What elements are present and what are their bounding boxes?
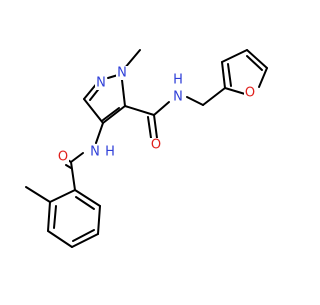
atom-h-amide-top: H (173, 73, 183, 88)
bond-ch2-furan (202, 87, 226, 106)
furan-ring (221, 49, 268, 95)
right-amide-group (124, 87, 226, 139)
bond-furan-c3-c4 (221, 49, 248, 63)
bond-furan-c2-c3 (221, 61, 226, 89)
molecule-structure-diagram: N N N H O O N H O (25, 49, 268, 248)
bond-carbonyl-ring (70, 161, 76, 191)
atom-labels: N N N H O O N H O (57, 66, 256, 165)
bond-c4-c3 (83, 98, 104, 124)
atom-n-amide-top: N (173, 90, 183, 105)
bond-c5-c4 (102, 105, 126, 124)
bond-n1-methyl (123, 49, 141, 70)
bond-nh-carbonyl (70, 152, 84, 163)
bond-carbonyl-o-double (147, 116, 152, 139)
bond-furan-c2-c3-double (227, 63, 232, 87)
bond-bz-4-5 (71, 233, 99, 248)
bond-bz-methyl (25, 186, 51, 203)
bond-c5-carbonyl (124, 105, 155, 116)
bond-bz-6-1-double (75, 196, 95, 210)
bond-bz-3-4 (47, 230, 73, 248)
bond-bz-4-5-double (72, 229, 95, 242)
bond-carbonyl-n (153, 101, 170, 116)
bond-n1-c5 (121, 79, 126, 107)
bond-furan-c4-c5-double (246, 55, 263, 71)
bond-furan-c4-c5 (246, 49, 268, 69)
atom-n-ring-1: N (117, 66, 127, 81)
molecule-svg: N N N H O O N H O (25, 49, 268, 248)
bond-carbonyl-o-left-double (65, 164, 72, 169)
atom-o-carbonyl-right: O (151, 138, 161, 153)
bond-bz-2-3-double (53, 205, 57, 229)
bond-c4-nh (95, 122, 104, 144)
bond-bz-1-2 (49, 189, 76, 203)
atom-h-amide-bottom: H (105, 145, 115, 160)
bond-n-ch2 (186, 96, 204, 106)
bond-carbonyl-o (153, 114, 158, 139)
atom-n-ring-2: N (96, 76, 106, 91)
bond-bz-2-3 (47, 201, 51, 232)
bond-bz-6-1 (74, 189, 101, 207)
atom-n-amide-bottom: N (90, 145, 100, 160)
bond-furan-c5-o (258, 67, 268, 88)
bond-bz-5-6 (97, 205, 101, 235)
atom-o-carbonyl-left: O (58, 150, 68, 165)
bond-c5-c4-double (102, 107, 120, 121)
bond-furan-o-c2 (224, 87, 246, 95)
benzene-ring (25, 186, 101, 248)
atom-o-furan: O (245, 86, 255, 101)
